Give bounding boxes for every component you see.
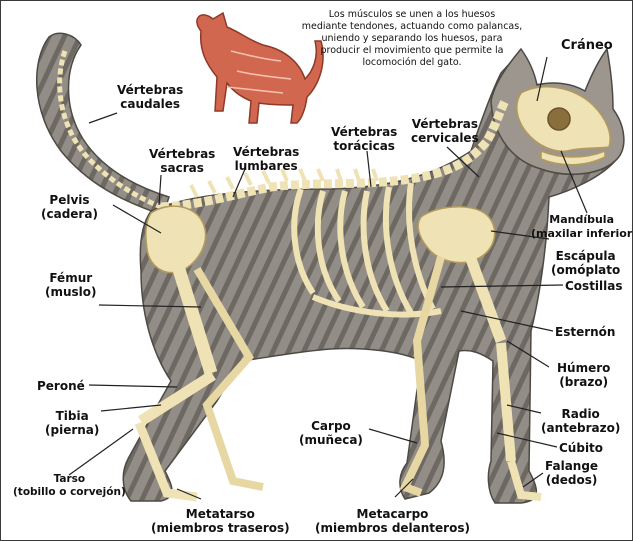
label-vertebras-lumbares: Vértebraslumbares [233,145,299,173]
label-metacarpo: Metacarpo(miembros delanteros) [315,507,470,535]
label-costillas: Costillas [565,279,623,293]
description-line: locomoción del gato. [269,57,555,69]
description-text: Los músculos se unen a los huesos median… [269,9,555,69]
label-carpo: Carpo(muñeca) [299,419,363,447]
label-falange: Falange(dedos) [545,459,598,487]
description-line: mediante tendones, actuando como palanca… [269,21,555,33]
label-vertebras-cervicales: Vértebrascervicales [411,117,479,145]
cat-tail [37,33,169,215]
description-line: Los músculos se unen a los huesos [269,9,555,21]
label-vertebras-sacras: Vértebrassacras [149,147,215,175]
label-perone: Peroné [37,379,85,393]
description-line: uniendo y separando los huesos, para [269,33,555,45]
label-vertebras-caudales: Vértebrascaudales [117,83,183,111]
label-humero: Húmero(brazo) [557,361,610,389]
label-mandibula: Mandíbula(maxilar inferior [531,213,632,241]
label-cubito: Cúbito [559,441,603,455]
label-craneo: Cráneo [561,39,613,53]
description-line: producir el movimiento que permite la [269,45,555,57]
label-metatarso: Metatarso(miembros traseros) [151,507,290,535]
label-pelvis: Pelvis(cadera) [41,193,98,221]
label-vertebras-toracicas: Vértebrastorácicas [331,125,397,153]
label-tarso: Tarso(tobillo o corvejón) [13,473,126,499]
label-tibia: Tibia(pierna) [45,409,99,437]
label-femur: Fémur(muslo) [45,271,97,299]
label-escapula: Escápula(omóplato [551,249,620,277]
label-esternon: Esternón [555,325,615,339]
label-radio: Radio(antebrazo) [541,407,620,435]
